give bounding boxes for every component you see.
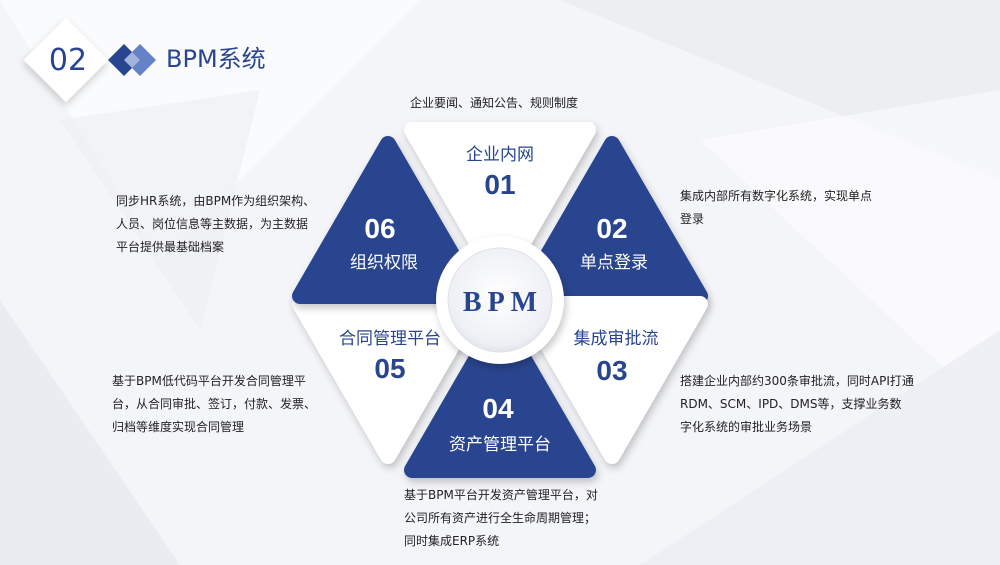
description-05-line: 基于BPM低代码平台开发合同管理平: [112, 374, 306, 388]
segment-06-number: 06: [364, 213, 395, 244]
description-04-line: 基于BPM平台开发资产管理平台，对: [404, 488, 598, 502]
description-06-line: 平台提供最基础档案: [116, 240, 225, 254]
description-03-line: 搭建企业内部约300条审批流，同时API打通: [680, 374, 914, 388]
description-04-line: 同时集成ERP系统: [404, 534, 500, 548]
segment-04-shape: [404, 310, 596, 478]
segment-02-number: 02: [596, 213, 627, 244]
segment-01-label: 企业内网: [466, 145, 534, 165]
description-03-line: RDM、SCM、IPD、DMS等，支撑业务数: [680, 397, 902, 411]
description-06: 同步HR系统，由BPM作为组织架构、 人员、岗位信息等主数据，为主数据 平台提供…: [116, 190, 315, 259]
segment-04-number: 04: [482, 393, 514, 424]
segment-06-label: 组织权限: [350, 253, 418, 273]
segment-05-label: 合同管理平台: [339, 329, 441, 349]
description-01-line: 企业要闻、通知公告、规则制度: [410, 96, 579, 110]
segment-03-number: 03: [596, 355, 627, 386]
description-02: 集成内部所有数字化系统，实现单点 登录: [680, 185, 872, 231]
center-label: BPM: [463, 287, 543, 318]
segment-04: 04 资产管理平台: [404, 310, 596, 478]
segment-02-label: 单点登录: [580, 253, 648, 273]
segment-06: 06 组织权限: [292, 136, 484, 304]
description-02-line: 登录: [680, 212, 705, 226]
segment-01: 企业内网 01: [404, 122, 596, 290]
description-03-line: 字化系统的审批业务场景: [680, 420, 813, 434]
center-hub: BPM: [436, 236, 564, 364]
description-03: 搭建企业内部约300条审批流，同时API打通 RDM、SCM、IPD、DMS等，…: [680, 370, 914, 439]
description-05-line: 归档等维度实现合同管理: [112, 420, 245, 434]
segment-01-number: 01: [484, 169, 515, 200]
segment-04-label: 资产管理平台: [449, 435, 551, 455]
description-06-line: 同步HR系统，由BPM作为组织架构、: [116, 194, 316, 208]
segment-01-shape: [404, 122, 596, 290]
segment-03-label: 集成审批流: [574, 329, 659, 349]
description-05: 基于BPM低代码平台开发合同管理平 台，从合同审批、签订，付款、发票、 归档等维…: [112, 370, 316, 439]
description-02-line: 集成内部所有数字化系统，实现单点: [680, 189, 873, 203]
page-title: BPM系统: [166, 45, 266, 73]
segment-03-shape: [516, 296, 708, 464]
segment-03: 集成审批流 03: [516, 296, 708, 464]
description-01: 企业要闻、通知公告、规则制度: [410, 92, 578, 115]
description-04: 基于BPM平台开发资产管理平台，对 公司所有资产进行全生命周期管理； 同时集成E…: [404, 484, 598, 553]
segment-06-shape: [292, 136, 484, 304]
segment-05-number: 05: [374, 353, 405, 384]
description-05-line: 台，从合同审批、签订，付款、发票、: [112, 397, 317, 411]
diamond-deco-icon: [108, 44, 156, 76]
description-04-line: 公司所有资产进行全生命周期管理；: [404, 511, 597, 525]
section-number: 02: [48, 43, 88, 78]
description-06-line: 人员、岗位信息等主数据，为主数据: [116, 217, 309, 231]
